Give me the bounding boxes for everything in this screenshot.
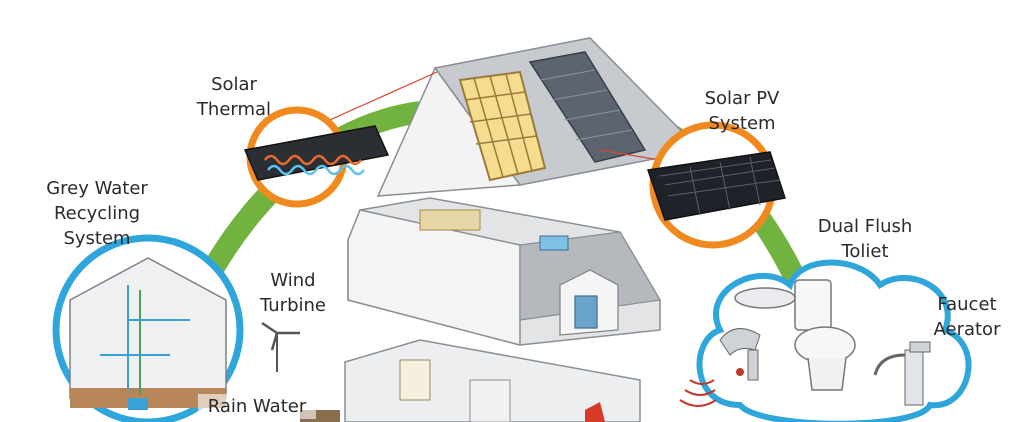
roof-pv-panel bbox=[528, 51, 647, 163]
label-solar-pv-line2: System bbox=[708, 113, 776, 134]
label-wind: Wind Turbine bbox=[248, 268, 338, 318]
label-wind-line2: Turbine bbox=[260, 295, 326, 316]
aerator-tap-icon bbox=[873, 341, 931, 406]
label-solar-thermal-line1: Solar bbox=[211, 74, 257, 95]
label-rain-water-line1: Rain Water bbox=[207, 396, 307, 417]
label-grey-water-line1: Grey Water bbox=[46, 178, 148, 199]
label-wind-line1: Wind bbox=[270, 270, 316, 291]
label-grey-water: Grey Water Recycling System bbox=[28, 176, 166, 251]
ground-floor-section bbox=[344, 339, 641, 422]
wind-turbine-icon bbox=[261, 321, 300, 372]
roof-section bbox=[284, 37, 721, 197]
solar-pv-lens bbox=[647, 121, 786, 249]
label-faucet-line1: Faucet bbox=[937, 294, 997, 315]
label-solar-pv-line1: Solar PV bbox=[704, 88, 780, 109]
label-grey-water-line2: Recycling bbox=[53, 203, 141, 224]
label-dual-flush: Dual Flush Toliet bbox=[806, 214, 924, 264]
water-saving-cloud bbox=[679, 259, 972, 422]
label-faucet-line2: Aerator bbox=[933, 319, 1001, 340]
label-solar-thermal-line2: Thermal bbox=[196, 99, 272, 120]
label-dual-flush-line1: Dual Flush bbox=[817, 216, 913, 237]
label-solar-pv: Solar PV System bbox=[694, 86, 790, 136]
toilet-icon bbox=[794, 279, 856, 391]
grey-water-lens bbox=[52, 234, 244, 422]
label-dual-flush-line2: Toliet bbox=[841, 241, 889, 262]
upper-floor-section bbox=[347, 197, 661, 346]
label-rain-water: Rain Water bbox=[198, 394, 316, 419]
label-faucet: Faucet Aerator bbox=[922, 292, 1012, 342]
label-grey-water-line3: System bbox=[63, 228, 131, 249]
dormer-window bbox=[559, 269, 619, 336]
solar-thermal-lens bbox=[243, 106, 390, 208]
label-solar-thermal: Solar Thermal bbox=[186, 72, 282, 122]
faucet-icon bbox=[679, 328, 761, 407]
skylight bbox=[458, 70, 547, 182]
